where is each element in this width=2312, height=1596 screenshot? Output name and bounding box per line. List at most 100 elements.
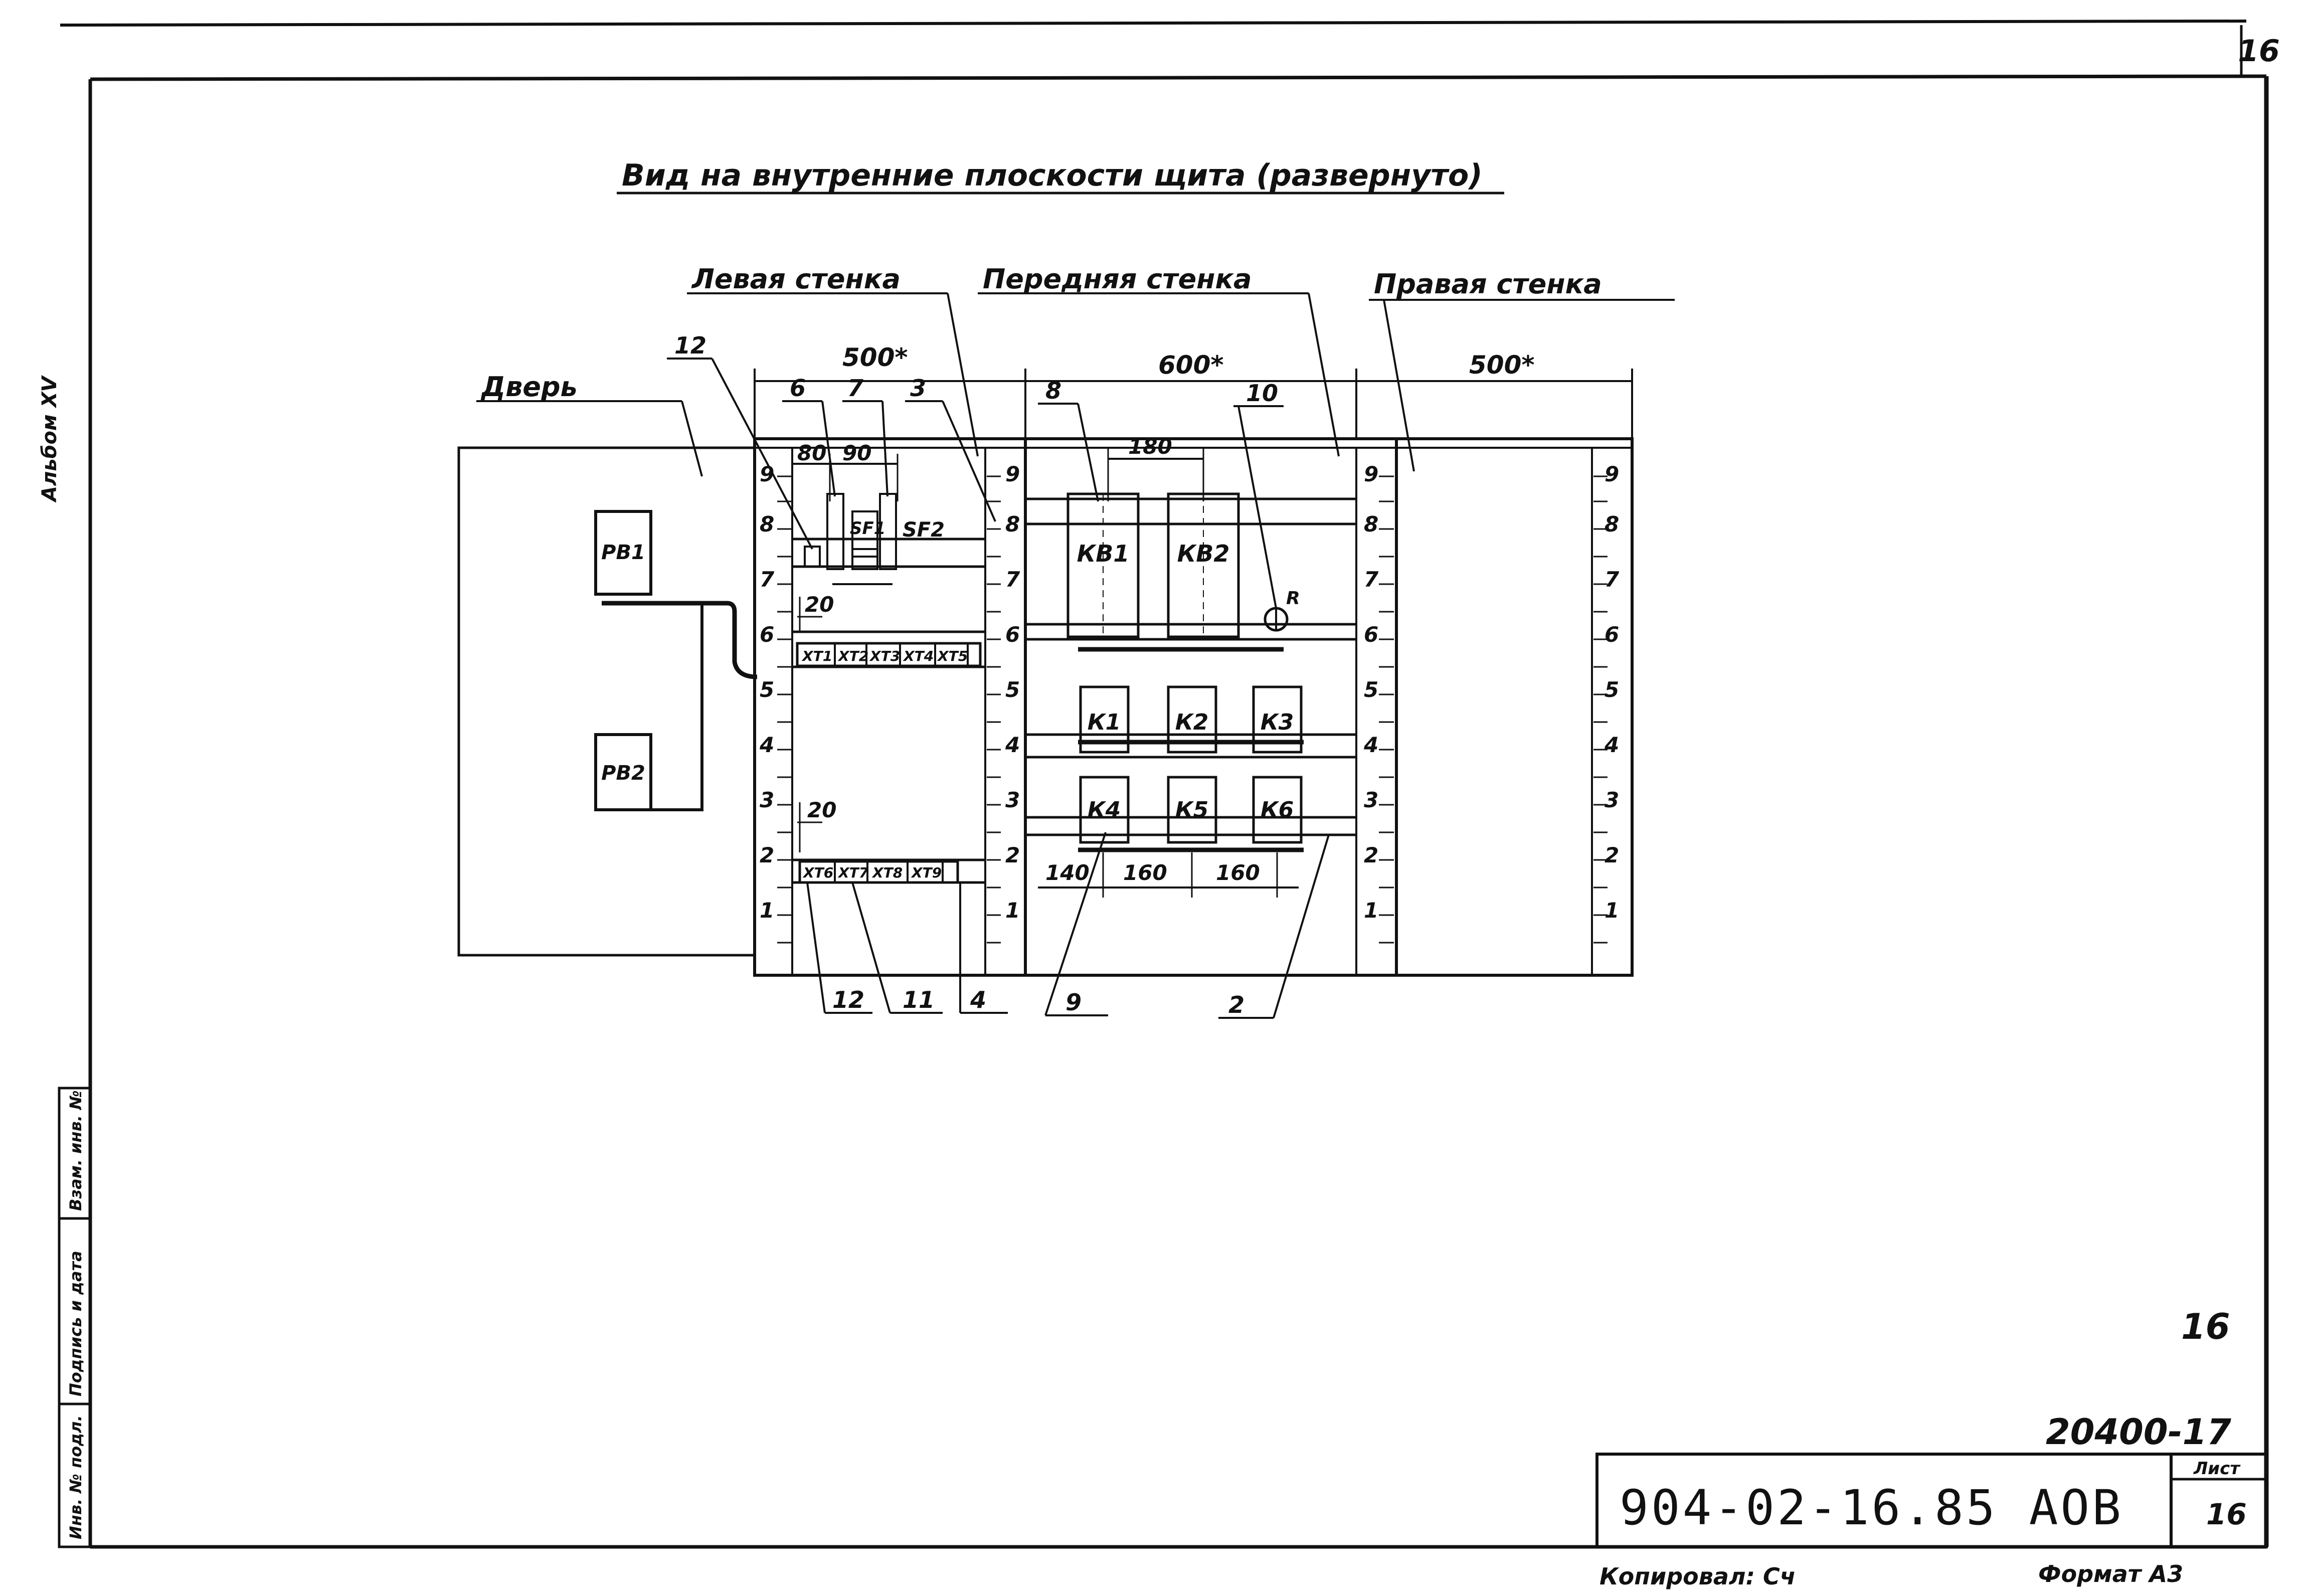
sheet-number: 16: [2206, 1497, 2247, 1531]
terminal-xt8: ХТ8: [871, 864, 903, 881]
dim-180-text: 180: [1128, 434, 1172, 459]
device-rv2: РВ2: [601, 762, 645, 785]
scale-strip-3: 9 8 7 6 5 4 3 2 1: [1363, 462, 1379, 923]
scale-mark-5: 5: [1005, 677, 1020, 702]
device-k6: К6: [1261, 797, 1294, 823]
terminal-xt3: ХТ3: [869, 648, 900, 664]
view-title: Вид на внутренние плоскости щита (развер…: [622, 158, 1483, 193]
scale-mark-6: 6: [1605, 622, 1619, 647]
stamp-inv-no: Инв. № подл.: [66, 1415, 85, 1539]
scale-mark-9: 9: [1364, 462, 1378, 486]
terminal-xt4: ХТ4: [903, 648, 934, 664]
scale-mark-8: 8: [760, 512, 774, 537]
dim-20a: 20: [805, 592, 834, 617]
scale-mark-1: 1: [1005, 898, 1020, 923]
scale-mark-4: 4: [1604, 733, 1619, 757]
terminal-xt2: ХТ2: [837, 648, 868, 664]
scale-mark-7: 7: [1364, 567, 1379, 592]
dim-20-lower: 20: [797, 798, 836, 852]
scale-strip-2: 9 8 7 6 5 4 3 2 1: [1005, 462, 1020, 923]
scale-mark-5: 5: [760, 677, 774, 702]
resistor-r: R: [1286, 588, 1300, 609]
album-label: Альбом XV: [38, 375, 61, 503]
label-right-wall: Правая стенка: [1374, 268, 1602, 300]
scale-mark-5: 5: [1605, 677, 1619, 702]
corner-page-number: 16: [2238, 34, 2280, 69]
scale-mark-3: 3: [1364, 788, 1378, 812]
device-rv1: РВ1: [601, 541, 645, 564]
scale-strip-1: 9 8 7 6 5 4 3 2 1: [759, 462, 775, 923]
scale-mark-4: 4: [759, 733, 774, 757]
terminal-xt1: ХТ1: [801, 648, 832, 664]
leader-12-top: 12: [674, 332, 706, 359]
cabinet-outline: [753, 437, 1634, 977]
dim-80: 80: [797, 441, 826, 465]
overall-dimensions: 500* 600* 500*: [754, 343, 1633, 439]
device-k1: К1: [1088, 710, 1121, 735]
scale-mark-9: 9: [1605, 462, 1619, 486]
leader-9: 9: [1065, 989, 1082, 1016]
breaker-sf2: SF2: [903, 518, 945, 542]
front-bottom-dims: 140 160 160: [1038, 852, 1299, 898]
scale-mark-6: 6: [760, 622, 774, 647]
leaders-bottom: 12 11 4 9 2: [806, 832, 1330, 1019]
scale-mark-5: 5: [1364, 677, 1378, 702]
scale-mark-2: 2: [1005, 843, 1020, 867]
leader-7: 7: [847, 375, 863, 402]
scale-mark-4: 4: [1363, 733, 1378, 757]
terminal-xt7: ХТ7: [837, 864, 869, 881]
device-kv2: КВ2: [1177, 540, 1230, 567]
leader-12-bottom: 12: [832, 986, 864, 1013]
dim-160a: 160: [1123, 860, 1167, 885]
breaker-sf1: SF1: [850, 518, 885, 539]
scale-mark-3: 3: [1605, 788, 1619, 812]
dim-20b: 20: [807, 798, 836, 822]
device-k4: К4: [1088, 797, 1121, 823]
scale-mark-3: 3: [760, 788, 774, 812]
dim-right-500: 500*: [1469, 350, 1535, 380]
label-left-wall: Левая стенка: [691, 263, 901, 295]
leader-3: 3: [910, 375, 926, 402]
scale-mark-8: 8: [1364, 512, 1378, 537]
scale-mark-9: 9: [1005, 462, 1020, 486]
paper-format: Формат А3: [2038, 1560, 2183, 1587]
stamp-signature-date: Подпись и дата: [66, 1251, 85, 1396]
archive-number: 20400-17: [2046, 1411, 2231, 1453]
device-k3: К3: [1261, 710, 1294, 735]
scale-mark-6: 6: [1364, 622, 1378, 647]
scale-mark-7: 7: [1005, 567, 1020, 592]
terminal-xt5: ХТ5: [937, 648, 968, 664]
scale-mark-7: 7: [1605, 567, 1620, 592]
scale-ticks: [777, 475, 1608, 944]
sheet-number-corner: 16: [2181, 1306, 2230, 1347]
dim-front-600: 600*: [1158, 350, 1224, 380]
dim-left-500: 500*: [842, 343, 908, 372]
scale-mark-4: 4: [1005, 733, 1020, 757]
scale-mark-6: 6: [1005, 622, 1020, 647]
dim-140: 140: [1045, 860, 1090, 885]
leader-2: 2: [1228, 991, 1244, 1018]
scale-mark-8: 8: [1005, 512, 1020, 537]
scale-mark-7: 7: [760, 567, 775, 592]
dim-20-upper: 20: [797, 592, 834, 632]
leader-11: 11: [903, 986, 935, 1013]
device-k5: К5: [1175, 797, 1209, 823]
dim-160b: 160: [1216, 860, 1260, 885]
stamp-replacement-inv: Взам. инв. №: [66, 1090, 85, 1211]
device-k2: К2: [1175, 710, 1209, 735]
scale-mark-2: 2: [760, 843, 774, 867]
device-kv1: КВ1: [1077, 540, 1130, 567]
scale-mark-1: 1: [1364, 898, 1378, 923]
scale-strip-4: 9 8 7 6 5 4 3 2 1: [1604, 462, 1620, 923]
leader-6: 6: [790, 375, 806, 402]
scale-mark-8: 8: [1605, 512, 1619, 537]
copied-by: Копировал: Сч: [1599, 1563, 1796, 1590]
label-front-wall: Передняя стенка: [983, 263, 1252, 295]
scale-mark-1: 1: [760, 898, 774, 923]
terminal-block-bottom: ХТ6 ХТ7 ХТ8 ХТ9: [798, 860, 959, 884]
terminal-xt6: ХТ6: [802, 864, 833, 881]
terminal-xt9: ХТ9: [911, 864, 942, 881]
scale-mark-1: 1: [1605, 898, 1619, 923]
scale-mark-2: 2: [1364, 843, 1378, 867]
